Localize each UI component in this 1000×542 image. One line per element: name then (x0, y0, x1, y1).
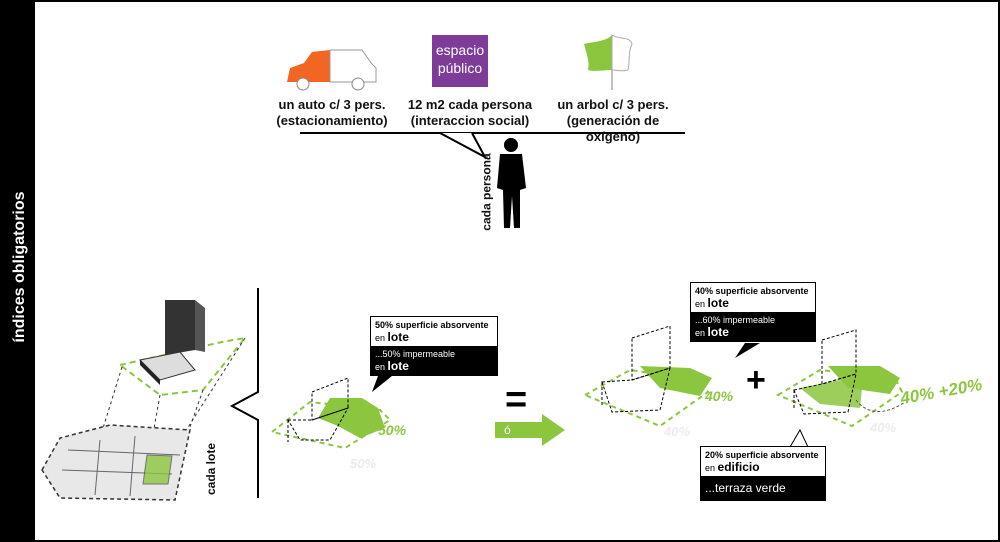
callout-20-title: 20% superficie absorvente en edificio (701, 447, 825, 476)
car-label-line1: un auto c/ 3 pers. (278, 97, 386, 112)
callout-50-sub: ...50% impermeable en lote (371, 346, 497, 375)
arrow-label: ó (504, 423, 511, 437)
espacio-line2: público (437, 60, 483, 76)
callout-50: 50% superficie absorvente en lote ...50%… (370, 316, 498, 376)
cada-persona-label: cada persona (479, 153, 494, 231)
car-label-line2: (estacionamiento) (276, 113, 388, 128)
pct-40: 40% (705, 388, 734, 404)
callout-20: 20% superficie absorvente en edificio ..… (700, 446, 826, 501)
sidebar: índices obligatorios (0, 0, 35, 542)
pct-50-ghost: 50% (350, 456, 377, 471)
espacio-line1: espacio (435, 42, 485, 58)
callout-20-sub: ...terraza verde (701, 476, 825, 500)
callout-40-title: 40% superficie absorvente en lote (691, 283, 815, 312)
callout-40-sub: ...60% impermeable en lote (691, 312, 815, 341)
callout-pointer-3 (789, 428, 809, 448)
site-plan (41, 424, 191, 501)
callout-pointer-1 (372, 376, 392, 392)
space-label: 12 m2 cada persona (interaccion social) (400, 97, 540, 129)
espacio-publico-box: espacio público (432, 35, 488, 87)
canvas (35, 2, 998, 540)
arrow-right (495, 414, 565, 446)
callout-pointer-2 (735, 343, 760, 358)
equals-sign: = (505, 379, 528, 421)
lot-diagram-50 (269, 377, 392, 450)
tree-label: un arbol c/ 3 pers. (generación de oxíge… (538, 97, 688, 145)
divider-zigzag (229, 288, 259, 498)
pct-50: 50% (378, 422, 407, 438)
lot-diagram-40 (582, 325, 712, 428)
car-icon (287, 49, 377, 91)
pct-sum-ghost: 40% (870, 420, 897, 435)
cada-lote-label: cada lote (204, 442, 219, 496)
tree-label-line2: (generación de oxígeno) (566, 113, 660, 144)
space-label-line2: (interaccion social) (410, 113, 530, 128)
callout-40: 40% superficie absorvente en lote ...60%… (690, 282, 816, 342)
building-stack (99, 300, 248, 479)
plus-sign: + (746, 361, 766, 399)
person-icon (497, 138, 526, 228)
pct-40-ghost: 40% (664, 424, 691, 439)
callout-50-title: 50% superficie absorvente en lote (371, 317, 497, 346)
connector-lines (300, 132, 685, 160)
lot-diagram-60 (775, 329, 906, 428)
tree-icon (584, 34, 633, 90)
car-label: un auto c/ 3 pers. (estacionamiento) (272, 97, 392, 129)
space-label-line1: 12 m2 cada persona (407, 97, 533, 112)
tree-label-line1: un arbol c/ 3 pers. (557, 97, 669, 112)
